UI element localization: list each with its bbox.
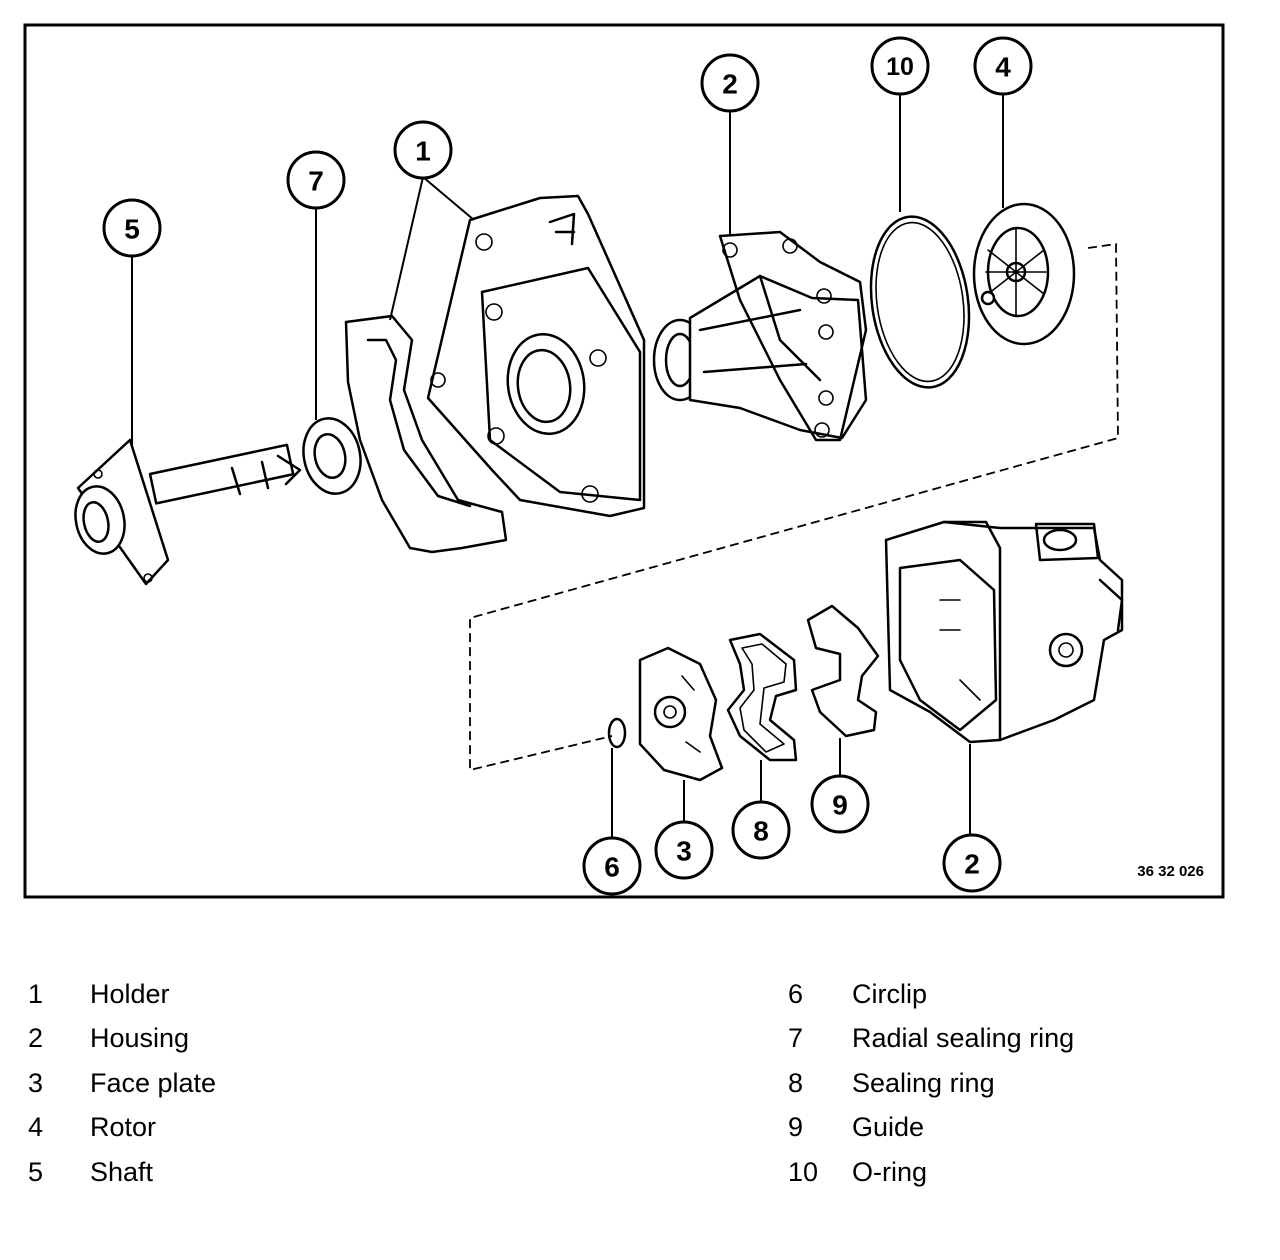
legend-label: Holder bbox=[90, 978, 170, 1009]
legend-label: Housing bbox=[90, 1023, 190, 1054]
callout-2-upper: 2 bbox=[700, 53, 760, 113]
legend-number: 2 bbox=[28, 1023, 44, 1054]
legend-number: 1 bbox=[28, 978, 44, 1009]
housing-lower-part bbox=[884, 520, 1124, 744]
legend-label: Circlip bbox=[852, 978, 928, 1009]
o-ring-part bbox=[869, 215, 971, 389]
radial-sealing-ring-part bbox=[302, 417, 362, 495]
legend-label: Guide bbox=[852, 1112, 925, 1143]
svg-text:1: 1 bbox=[415, 136, 431, 167]
callout-7: 7 bbox=[286, 150, 346, 210]
svg-text:5: 5 bbox=[124, 214, 140, 245]
callout-6: 6 bbox=[582, 836, 642, 896]
legend-right-column: 6 Circlip 7 Radial sealing ring 8 Sealin… bbox=[788, 972, 1074, 1195]
callout-2-lower: 2 bbox=[942, 833, 1002, 893]
holder-part bbox=[344, 194, 646, 554]
legend-label: Sealing ring bbox=[852, 1067, 995, 1098]
assembly-axis-line bbox=[469, 242, 1119, 772]
legend-label: Rotor bbox=[90, 1112, 157, 1143]
shaft-part bbox=[74, 438, 302, 586]
callout-8: 8 bbox=[731, 800, 791, 860]
legend-number: 3 bbox=[28, 1067, 44, 1098]
svg-text:6: 6 bbox=[604, 852, 620, 883]
legend-item-face-plate: 3 Face plate bbox=[28, 1061, 216, 1106]
sealing-ring-part bbox=[726, 632, 798, 762]
legend-item-holder: 1 Holder bbox=[28, 972, 216, 1017]
svg-text:4: 4 bbox=[995, 52, 1011, 83]
face-plate-part bbox=[638, 646, 724, 782]
legend-item-o-ring: 10 O-ring bbox=[788, 1150, 1074, 1195]
svg-text:3: 3 bbox=[676, 836, 692, 867]
legend-item-housing: 2 Housing bbox=[28, 1017, 216, 1062]
callout-3: 3 bbox=[654, 820, 714, 880]
legend-label: Radial sealing ring bbox=[852, 1023, 1075, 1054]
svg-text:7: 7 bbox=[308, 166, 324, 197]
circlip-part bbox=[607, 717, 627, 749]
figure-frame bbox=[23, 23, 1225, 899]
svg-text:2: 2 bbox=[964, 849, 980, 880]
legend-number: 8 bbox=[788, 1067, 804, 1098]
legend-number: 6 bbox=[788, 978, 804, 1009]
svg-text:10: 10 bbox=[886, 53, 914, 81]
legend-left-column: 1 Holder 2 Housing 3 Face plate 4 Rotor … bbox=[28, 972, 216, 1195]
legend-number: 10 bbox=[788, 1156, 819, 1187]
legend-item-circlip: 6 Circlip bbox=[788, 972, 1074, 1017]
exploded-view-diagram: .ln { fill: none; stroke: #000; stroke-w… bbox=[23, 23, 1225, 899]
legend-number: 4 bbox=[28, 1112, 44, 1143]
legend-number: 7 bbox=[788, 1023, 804, 1054]
svg-text:8: 8 bbox=[753, 816, 769, 847]
legend-item-shaft: 5 Shaft bbox=[28, 1150, 216, 1195]
callout-1: 1 bbox=[393, 120, 453, 180]
callout-10: 10 bbox=[870, 36, 930, 96]
rotor-part bbox=[972, 202, 1076, 346]
figure-reference-code: 36 32 026 bbox=[1137, 863, 1204, 880]
callout-leaders bbox=[131, 94, 1004, 838]
housing-upper-part bbox=[652, 230, 868, 442]
legend-number: 5 bbox=[28, 1156, 44, 1187]
legend-item-radial-sealing-ring: 7 Radial sealing ring bbox=[788, 1017, 1074, 1062]
guide-part bbox=[806, 604, 880, 738]
legend-label: Shaft bbox=[90, 1156, 154, 1187]
legend-item-rotor: 4 Rotor bbox=[28, 1106, 216, 1151]
legend-label: Face plate bbox=[90, 1067, 217, 1098]
callout-4: 4 bbox=[973, 36, 1033, 96]
svg-text:2: 2 bbox=[722, 69, 738, 100]
legend-item-sealing-ring: 8 Sealing ring bbox=[788, 1061, 1074, 1106]
callout-9: 9 bbox=[810, 774, 870, 834]
legend-item-guide: 9 Guide bbox=[788, 1106, 1074, 1151]
svg-text:9: 9 bbox=[832, 790, 848, 821]
legend-label: O-ring bbox=[852, 1156, 928, 1187]
callout-5: 5 bbox=[102, 198, 162, 258]
legend-number: 9 bbox=[788, 1112, 804, 1143]
